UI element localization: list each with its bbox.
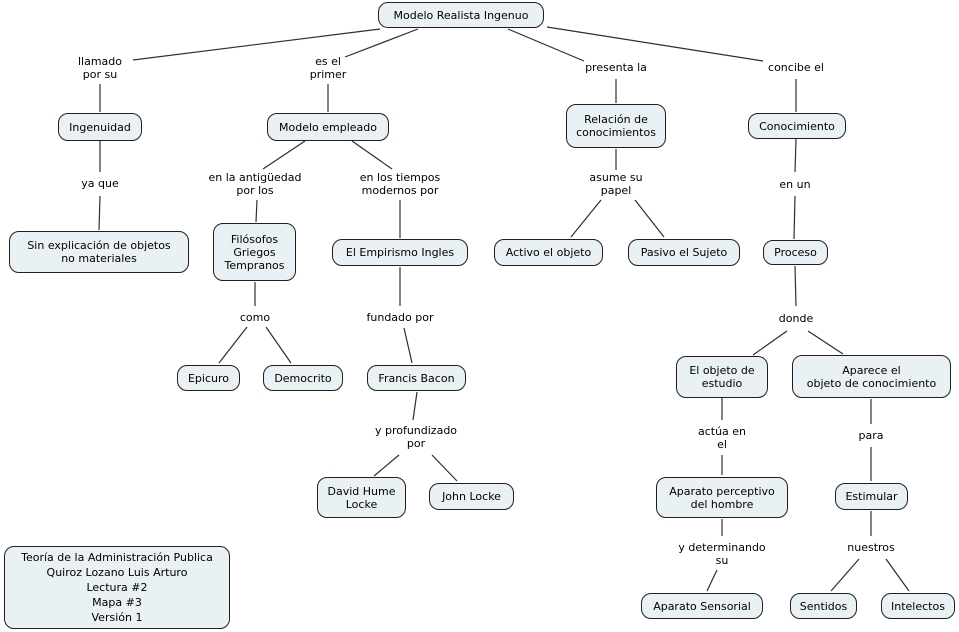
link-label-fundado-por[interactable]: fundado por xyxy=(366,311,434,324)
node-david-hume-locke[interactable]: David Hume Locke xyxy=(317,477,406,518)
link-label-nuestros[interactable]: nuestros xyxy=(847,541,895,554)
node-sentidos[interactable]: Sentidos xyxy=(790,593,857,619)
node-filosofos-griegos-tempranos[interactable]: Filósofos Griegos Tempranos xyxy=(213,223,296,281)
link-label-concibe-el[interactable]: concibe el xyxy=(768,61,824,74)
node-activo-el-objeto[interactable]: Activo el objeto xyxy=(494,239,603,266)
link-label-es-el-primer[interactable]: es el primer xyxy=(309,55,347,81)
link-label-en-la-antiguedad[interactable]: en la antigüedad por los xyxy=(208,171,302,197)
link-label-para[interactable]: para xyxy=(858,429,884,442)
node-el-objeto-de-estudio[interactable]: El objeto de estudio xyxy=(676,356,768,398)
link-label-como[interactable]: como xyxy=(239,311,271,324)
node-democrito[interactable]: Democrito xyxy=(263,365,343,391)
node-el-empirismo-ingles[interactable]: El Empirismo Ingles xyxy=(332,239,468,266)
link-label-asume-su-papel[interactable]: asume su papel xyxy=(589,171,643,197)
node-epicuro[interactable]: Epicuro xyxy=(177,365,240,391)
link-label-y-profundizado-por[interactable]: y profundizado por xyxy=(374,424,458,450)
link-label-en-los-tiempos[interactable]: en los tiempos modernos por xyxy=(359,171,441,197)
link-label-donde[interactable]: donde xyxy=(778,312,814,325)
node-estimular[interactable]: Estimular xyxy=(835,483,908,510)
node-aparato-sensorial[interactable]: Aparato Sensorial xyxy=(641,593,763,619)
credits-box: Teoría de la Administración Publica Quir… xyxy=(4,546,230,629)
node-john-locke[interactable]: John Locke xyxy=(429,483,514,510)
link-label-en-un[interactable]: en un xyxy=(779,178,811,191)
link-label-actua-en-el[interactable]: actúa en el xyxy=(697,425,747,451)
node-modelo-empleado[interactable]: Modelo empleado xyxy=(267,113,389,141)
link-label-presenta-la[interactable]: presenta la xyxy=(585,61,647,74)
node-pasivo-el-sujeto[interactable]: Pasivo el Sujeto xyxy=(628,239,740,266)
node-aparato-perceptivo-del-hombre[interactable]: Aparato perceptivo del hombre xyxy=(656,477,788,518)
node-relacion-de-conocimientos[interactable]: Relación de conocimientos xyxy=(566,104,666,148)
node-aparece-el-objeto-de-conocimiento[interactable]: Aparece el objeto de conocimiento xyxy=(792,355,951,398)
link-label-ya-que[interactable]: ya que xyxy=(81,177,119,190)
link-label-llamado-por-su[interactable]: llamado por su xyxy=(77,55,123,81)
node-modelo-realista-ingenuo[interactable]: Modelo Realista Ingenuo xyxy=(378,2,544,28)
node-intelectos[interactable]: Intelectos xyxy=(881,593,955,619)
node-conocimiento[interactable]: Conocimiento xyxy=(748,113,846,139)
link-label-y-determinando-su[interactable]: y determinando su xyxy=(678,541,766,567)
node-francis-bacon[interactable]: Francis Bacon xyxy=(367,365,466,391)
node-proceso[interactable]: Proceso xyxy=(763,240,828,265)
node-sin-explicacion[interactable]: Sin explicación de objetos no materiales xyxy=(9,231,189,273)
node-ingenuidad[interactable]: Ingenuidad xyxy=(58,113,142,141)
